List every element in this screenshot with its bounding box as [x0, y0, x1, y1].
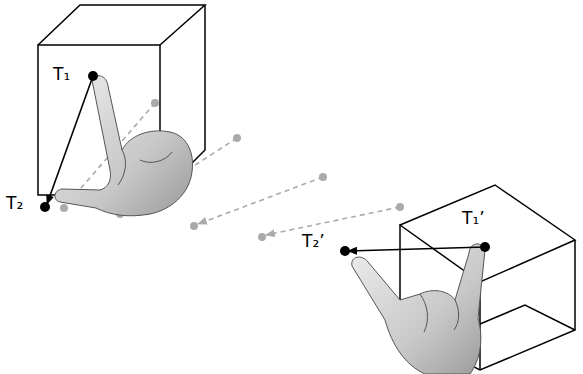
displacement-arrows — [47, 76, 485, 251]
point-label: T₂ — [6, 195, 23, 212]
hand-left — [55, 76, 193, 216]
point-label: T₁’ — [462, 210, 485, 227]
point-label: T₁ — [53, 66, 70, 83]
hand-right — [352, 244, 485, 374]
touch-points — [40, 71, 490, 256]
point-label: T₂’ — [302, 233, 325, 250]
